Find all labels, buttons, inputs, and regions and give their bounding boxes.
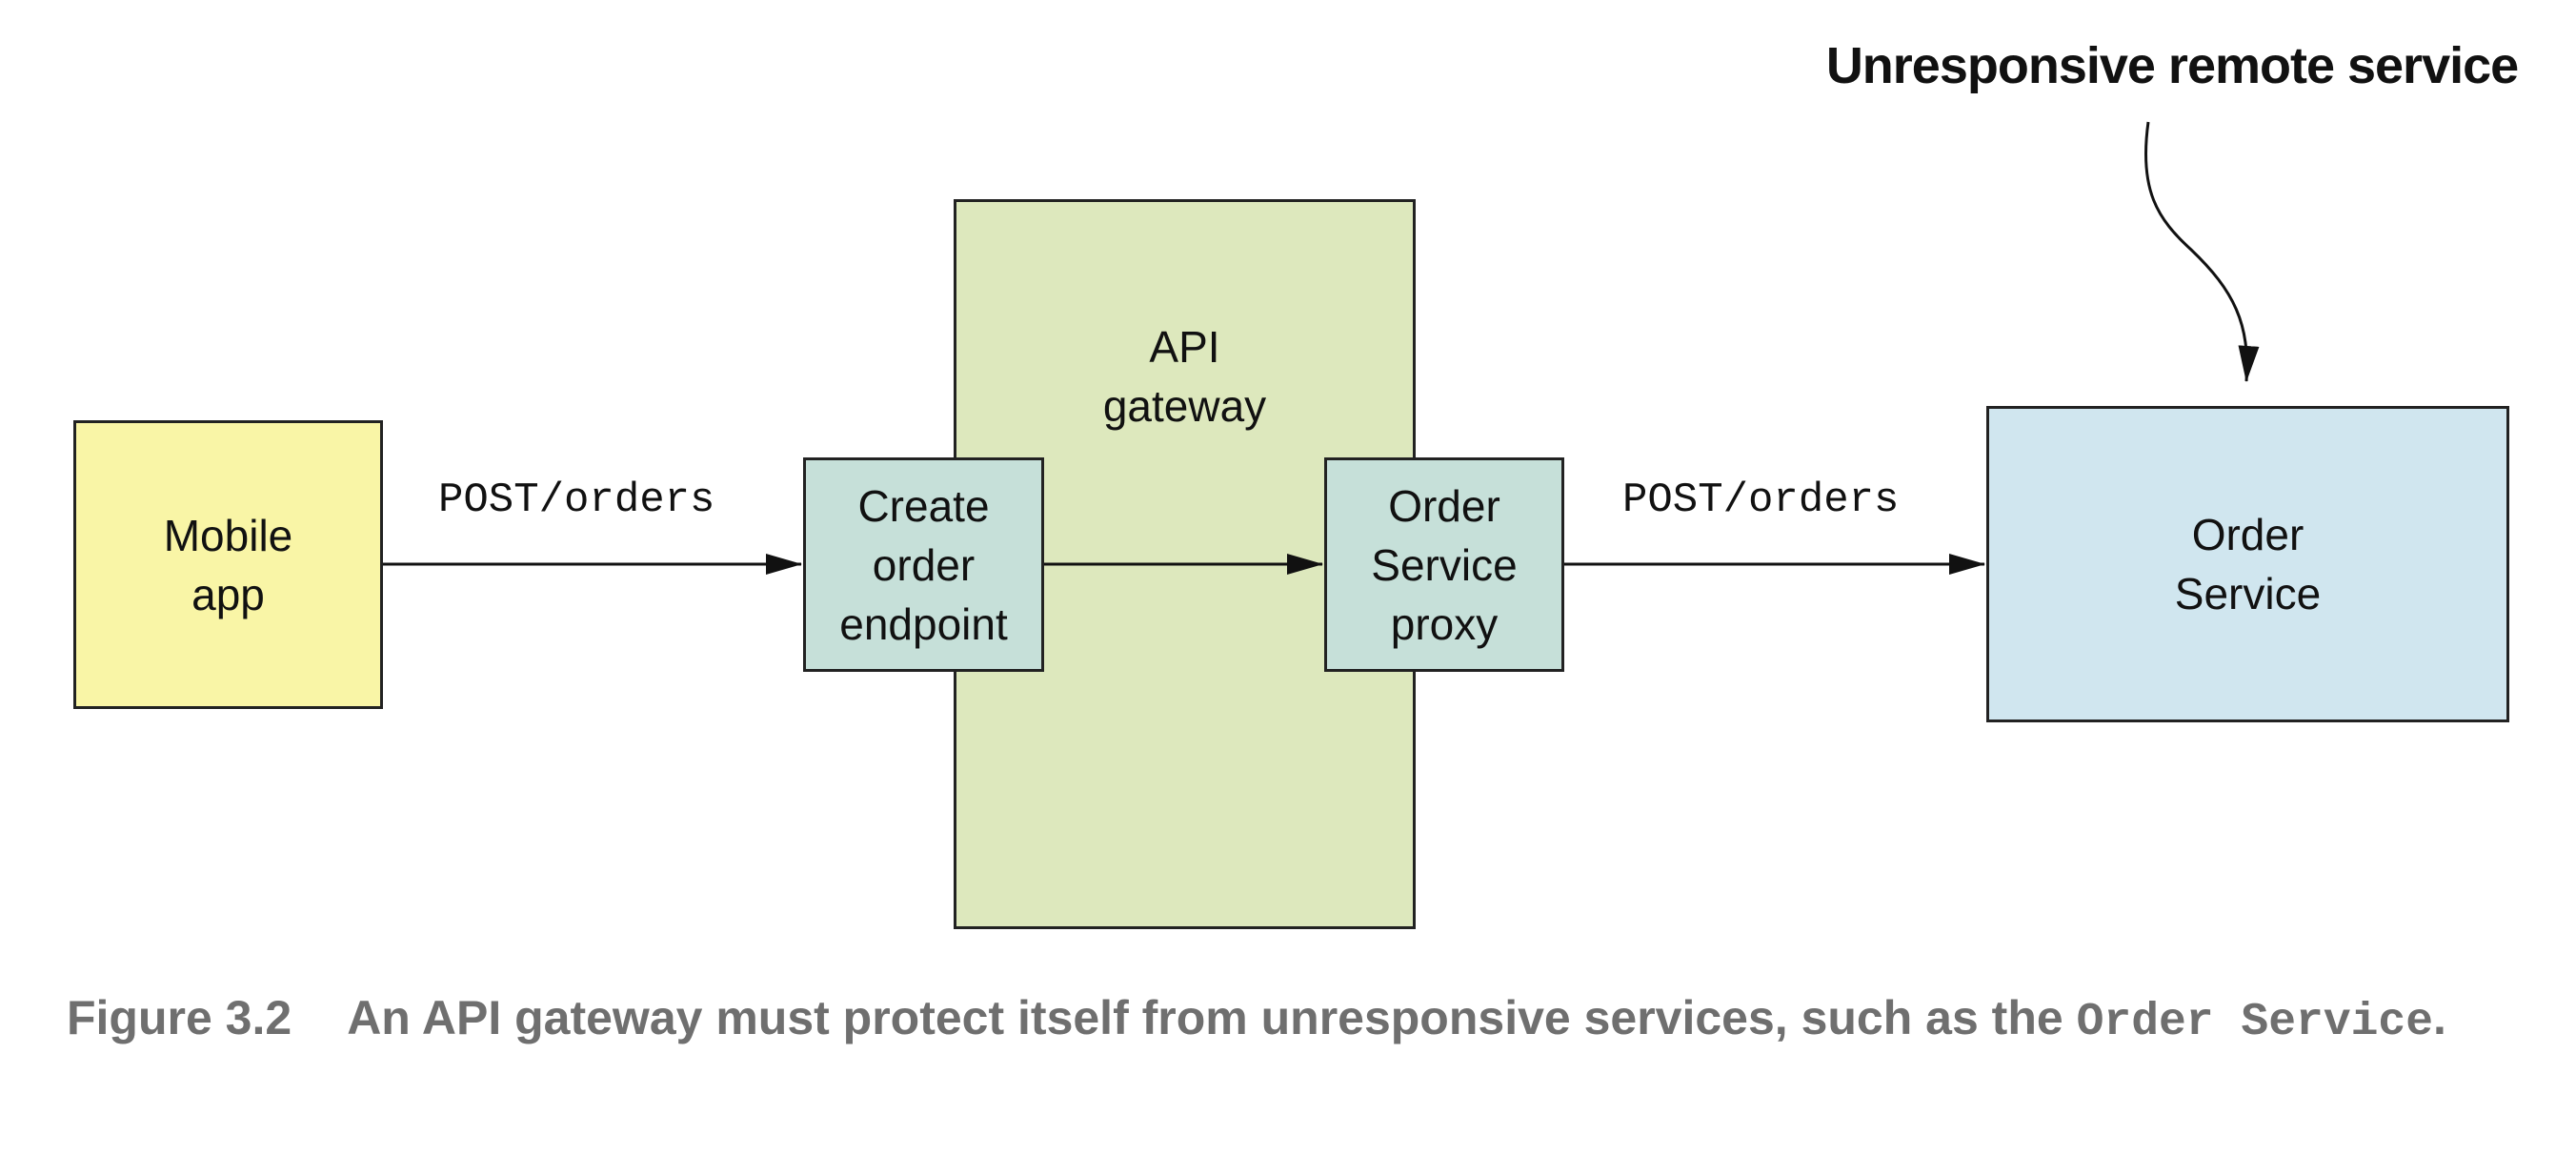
api-gateway-label: API gateway [1102, 322, 1267, 431]
order-service-proxy-box [1324, 457, 1564, 672]
order-service-box [1986, 406, 2509, 722]
create-order-endpoint-box [803, 457, 1044, 672]
mobile-app-label: Mobile app [163, 510, 293, 619]
edge-label-mobile-to-endpoint: POST/orders [438, 476, 715, 524]
edge-label-proxy-to-service: POST/orders [1622, 476, 1900, 524]
order-service-label: Order Service [2174, 510, 2322, 618]
figure-number: Figure 3.2 [67, 991, 292, 1044]
caption-code-term: Order Service [2076, 997, 2434, 1048]
order-service-proxy-label: Order Service proxy [1371, 480, 1518, 649]
annotation-unresponsive-remote-service: Unresponsive remote service [1825, 37, 2519, 94]
figure-caption: Figure 3.2 An API gateway must protect it… [67, 983, 2506, 1057]
caption-text: An API gateway must protect itself from … [347, 991, 2077, 1044]
mobile-app-box [73, 420, 383, 709]
annotation-pointer-arrow [2143, 121, 2260, 382]
create-order-endpoint-label: Create order endpoint [839, 480, 1008, 649]
caption-end: . [2433, 991, 2446, 1044]
